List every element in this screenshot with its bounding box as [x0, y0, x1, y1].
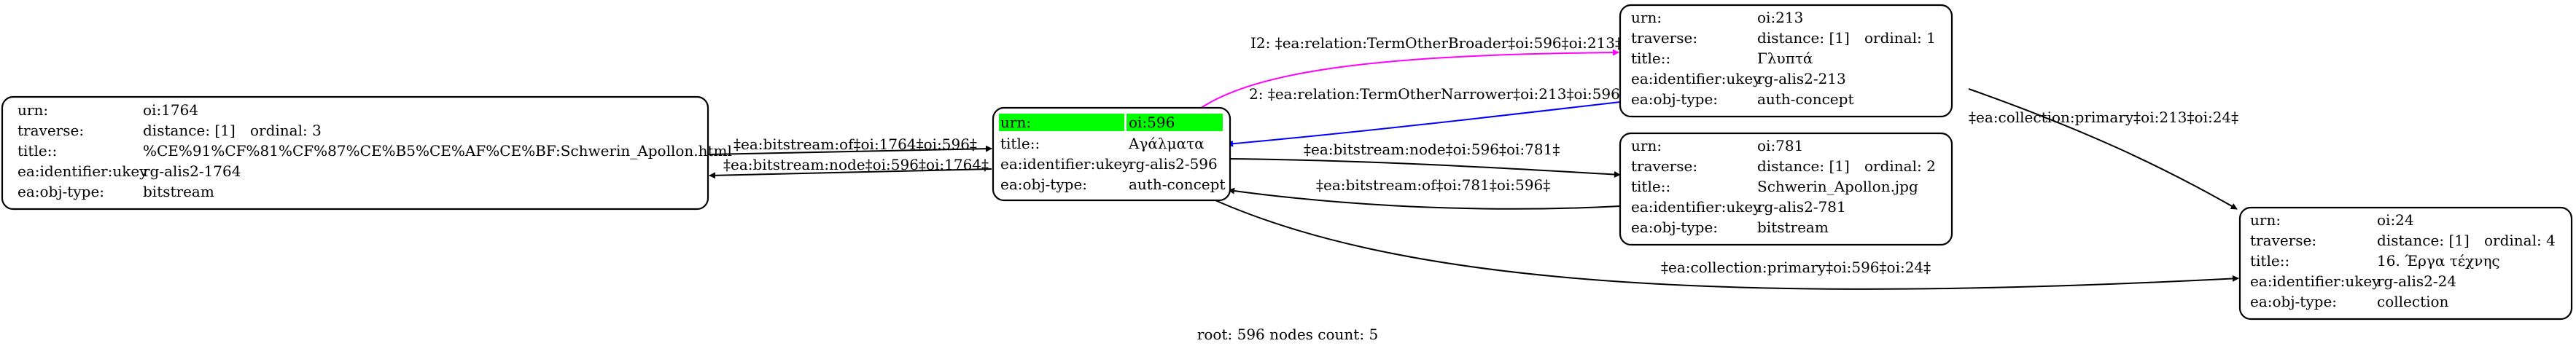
edge-bitstream-of-781-596[interactable]	[1228, 187, 1621, 210]
node-213-val-traverse: distance: [1]	[1757, 29, 1850, 47]
edge-label-narrower-213-596: 2: ‡ea:relation:TermOtherNarrower‡oi:213…	[1249, 85, 1627, 103]
edge-broader-596-213[interactable]	[1195, 49, 1619, 112]
node-213-val-objtype: auth-concept	[1757, 90, 1853, 108]
node-1764-val-ukey: rg-alis2-1764	[143, 162, 241, 180]
node-1764-val-urn: oi:1764	[143, 101, 198, 119]
edges: ‡ea:bitstream:of‡oi:1764‡oi:596‡ ‡ea:bit…	[708, 34, 2239, 290]
node-596-val-ukey: rg-alis2-596	[1129, 155, 1218, 173]
node-oi-781[interactable]: urn: oi:781 traverse: distance: [1] ordi…	[1619, 132, 1953, 246]
node-1764-val-title: %CE%91%CF%81%CF%87%CE%B5%CE%AF%CE%BF:Sch…	[143, 142, 732, 160]
edge-bitstream-node-596-1764[interactable]	[709, 168, 992, 179]
edge-label-bitstream-of-781-596: ‡ea:bitstream:of‡oi:781‡oi:596‡	[1316, 176, 1550, 194]
node-213-val-title: Γλυπτά	[1757, 50, 1813, 67]
root-highlight-value	[1126, 114, 1223, 131]
node-1764-key-ukey: ea:identifier:ukey	[17, 162, 148, 180]
node-24-val-ukey: rg-alis2-24	[2377, 272, 2456, 290]
edge-label-bitstream-of-1764-596: ‡ea:bitstream:of‡oi:1764‡oi:596‡	[734, 135, 977, 153]
node-213-key-title: title::	[1631, 50, 1670, 67]
node-596-val-urn: oi:596	[1129, 114, 1175, 131]
node-596-key-objtype: ea:obj-type:	[1000, 176, 1087, 193]
node-oi-1764[interactable]: urn: oi:1764 traverse: distance: [1] ord…	[1, 95, 732, 211]
node-1764-val-traverse: distance: [1]	[143, 122, 236, 139]
edge-collection-213-24[interactable]	[1968, 88, 2238, 210]
node-781-val-ordinal: ordinal: 2	[1864, 157, 1936, 175]
node-24-key-traverse: traverse:	[2250, 232, 2316, 249]
node-596-key-title: title::	[1000, 135, 1040, 152]
edge-label-bitstream-node-596-1764: ‡ea:bitstream:node‡oi:596‡oi:1764‡	[723, 156, 989, 173]
node-781-val-objtype: bitstream	[1757, 219, 1829, 236]
node-781-key-urn: urn:	[1631, 137, 1662, 154]
node-24-val-title: 16. Έργα τέχνης	[2377, 252, 2500, 270]
node-24-val-traverse: distance: [1]	[2377, 232, 2470, 249]
edge-label-collection-213-24: ‡ea:collection:primary‡oi:213‡oi:24‡	[1969, 109, 2238, 126]
node-781-val-title: Schwerin_Apollon.jpg	[1757, 178, 1918, 195]
edge-narrower-213-596[interactable]	[1226, 101, 1621, 147]
edge-bitstream-node-596-781[interactable]	[1228, 158, 1621, 178]
edge-bitstream-of-1764-596[interactable]	[708, 145, 992, 155]
node-24-val-objtype: collection	[2377, 293, 2449, 310]
node-781-val-urn: oi:781	[1757, 137, 1803, 154]
edge-label-collection-596-24: ‡ea:collection:primary‡oi:596‡oi:24‡	[1661, 259, 1931, 276]
edge-label-broader-596-213: I2: ‡ea:relation:TermOtherBroader‡oi:596…	[1250, 34, 1622, 52]
node-213-val-ukey: rg-alis2-213	[1757, 70, 1846, 87]
node-oi-596-root[interactable]: urn: oi:596 title:: Αγάλματα ea:identifi…	[992, 106, 1231, 202]
node-596-val-objtype: auth-concept	[1129, 176, 1225, 193]
node-24-val-urn: oi:24	[2377, 211, 2414, 229]
node-781-key-objtype: ea:obj-type:	[1631, 219, 1718, 236]
node-213-key-objtype: ea:obj-type:	[1631, 90, 1718, 108]
node-781-key-ukey: ea:identifier:ukey	[1631, 198, 1762, 216]
node-781-key-traverse: traverse:	[1631, 157, 1697, 175]
node-596-key-urn: urn:	[1000, 114, 1031, 131]
node-1764-key-traverse: traverse:	[17, 122, 84, 139]
graph-footer-summary: root: 596 nodes count: 5	[1197, 326, 1378, 343]
node-1764-key-title: title::	[17, 142, 57, 160]
node-781-val-traverse: distance: [1]	[1757, 157, 1850, 175]
node-596-key-ukey: ea:identifier:ukey	[1000, 155, 1131, 173]
node-1764-key-objtype: ea:obj-type:	[17, 183, 104, 200]
node-oi-24[interactable]: urn: oi:24 traverse: distance: [1] ordin…	[2238, 206, 2573, 321]
node-213-key-urn: urn:	[1631, 9, 1662, 26]
node-596-val-title: Αγάλματα	[1128, 135, 1205, 152]
node-781-key-title: title::	[1631, 178, 1670, 195]
node-781-val-ukey: rg-alis2-781	[1757, 198, 1846, 216]
node-24-key-ukey: ea:identifier:ukey	[2250, 272, 2381, 290]
root-highlight-key	[999, 114, 1124, 131]
node-1764-val-objtype: bitstream	[143, 183, 214, 200]
edge-collection-596-24[interactable]	[1210, 197, 2239, 290]
node-24-val-ordinal: ordinal: 4	[2484, 232, 2556, 249]
node-24-key-objtype: ea:obj-type:	[2250, 293, 2337, 310]
node-213-key-traverse: traverse:	[1631, 29, 1697, 47]
node-1764-key-urn: urn:	[17, 101, 48, 119]
node-oi-213[interactable]: urn: oi:213 traverse: distance: [1] ordi…	[1619, 4, 1953, 118]
node-213-val-ordinal: ordinal: 1	[1864, 29, 1936, 47]
node-213-key-ukey: ea:identifier:ukey	[1631, 70, 1762, 87]
node-24-key-urn: urn:	[2250, 211, 2281, 229]
node-1764-val-ordinal: ordinal: 3	[250, 122, 322, 139]
node-213-val-urn: oi:213	[1757, 9, 1803, 26]
edge-label-bitstream-node-596-781: ‡ea:bitstream:node‡oi:596‡oi:781‡	[1304, 141, 1560, 158]
node-24-key-title: title::	[2250, 252, 2289, 270]
